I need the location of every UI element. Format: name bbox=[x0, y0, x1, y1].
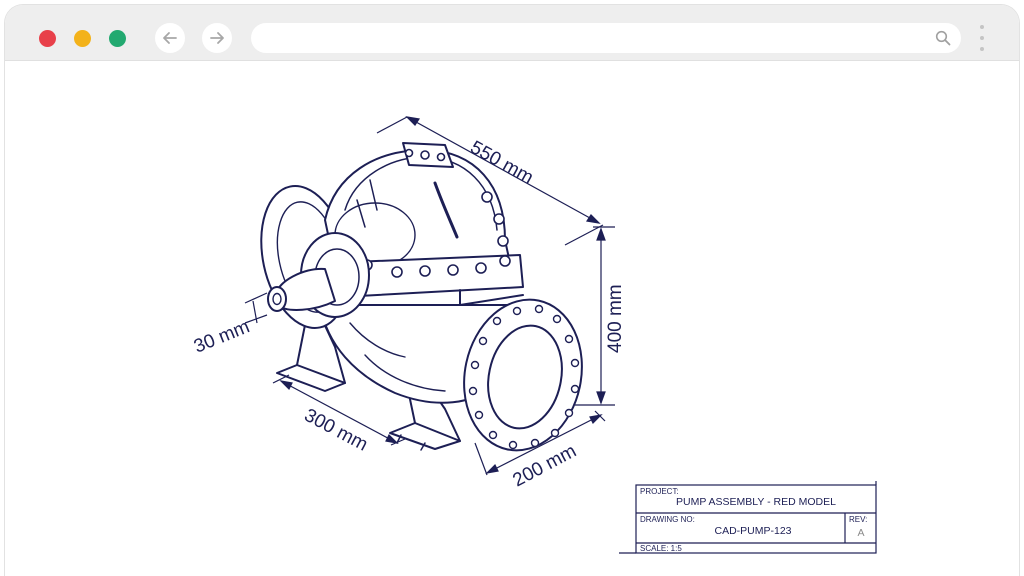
dim-base-label: 300 mm bbox=[301, 405, 371, 456]
search-icon[interactable] bbox=[935, 30, 951, 46]
project-value: PUMP ASSEMBLY - RED MODEL bbox=[676, 496, 836, 508]
rev-label: REV: bbox=[849, 515, 867, 524]
back-arrow-icon bbox=[163, 32, 177, 44]
drawing-no-value: CAD-PUMP-123 bbox=[714, 525, 791, 537]
project-label: PROJECT: bbox=[640, 487, 679, 496]
page-content: 550 mm 400 mm 30 mm 300 mm 200 mm PROJEC… bbox=[5, 61, 1019, 576]
bearing-housing bbox=[267, 232, 370, 318]
kebab-menu-icon[interactable] bbox=[977, 23, 987, 55]
drawing-no-label: DRAWING NO: bbox=[640, 515, 695, 524]
close-window-button[interactable] bbox=[39, 30, 56, 47]
title-block: PROJECT: PUMP ASSEMBLY - RED MODEL DRAWI… bbox=[619, 481, 877, 554]
address-bar[interactable] bbox=[251, 23, 961, 53]
back-button[interactable] bbox=[155, 23, 185, 53]
cad-drawing: 550 mm 400 mm 30 mm 300 mm 200 mm PROJEC… bbox=[191, 116, 877, 554]
browser-window: 550 mm 400 mm 30 mm 300 mm 200 mm PROJEC… bbox=[5, 5, 1019, 576]
forward-arrow-icon bbox=[210, 32, 224, 44]
minimize-window-button[interactable] bbox=[74, 30, 91, 47]
dim-shaft-label: 30 mm bbox=[191, 316, 253, 357]
scale-label: SCALE: 1:5 bbox=[640, 544, 682, 553]
upper-casing bbox=[324, 142, 524, 306]
rev-value: A bbox=[857, 527, 864, 539]
discharge-flange bbox=[463, 298, 583, 452]
forward-button[interactable] bbox=[202, 23, 232, 53]
browser-toolbar bbox=[5, 5, 1019, 61]
maximize-window-button[interactable] bbox=[109, 30, 126, 47]
dim-height-label: 400 mm bbox=[605, 284, 626, 353]
